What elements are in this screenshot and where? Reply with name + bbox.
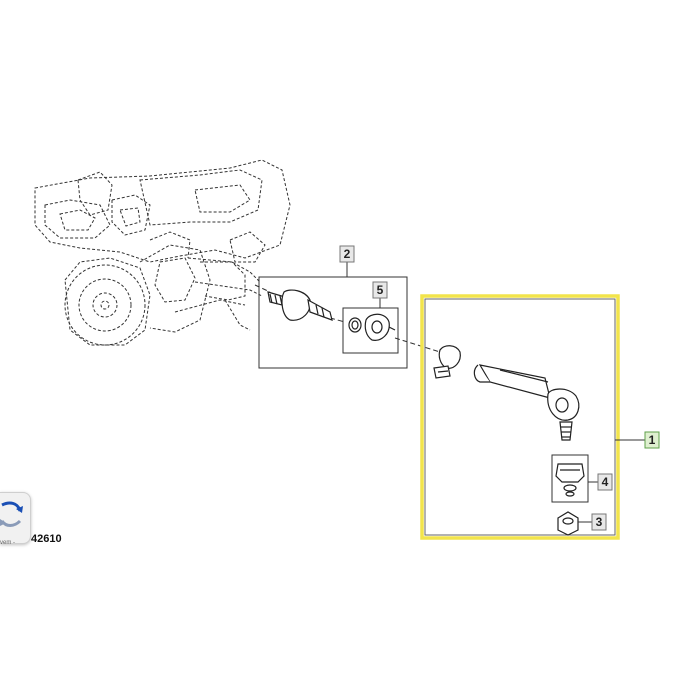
inner-tie-rod-part	[267, 289, 333, 321]
callout-5[interactable]: 5	[372, 281, 388, 299]
nut-part	[557, 511, 579, 536]
callout-2[interactable]: 2	[339, 245, 355, 263]
svg-text:4: 4	[602, 475, 609, 489]
boot-box	[551, 454, 598, 503]
svg-text:5: 5	[377, 283, 384, 297]
refresh-arrow-icon	[0, 501, 23, 527]
outer-tie-rod-part	[433, 345, 580, 441]
svg-text:1: 1	[649, 433, 656, 447]
inner-tie-rod-box	[258, 262, 408, 369]
outer-tie-rod-box	[424, 298, 616, 536]
svg-text:3: 3	[596, 515, 603, 529]
axle-assembly-illustration	[34, 159, 291, 346]
callout-1[interactable]: 1	[644, 431, 660, 449]
outer-tie-rod-highlight	[420, 294, 620, 540]
callout-3[interactable]: 3	[591, 513, 607, 531]
callout-4[interactable]: 4	[597, 473, 613, 491]
figure-id: 42610	[31, 533, 62, 545]
seal-kit-part	[348, 313, 396, 341]
floating-badge[interactable]	[0, 492, 31, 544]
svg-text:2: 2	[344, 247, 351, 261]
badge-text: vem -	[0, 540, 15, 546]
